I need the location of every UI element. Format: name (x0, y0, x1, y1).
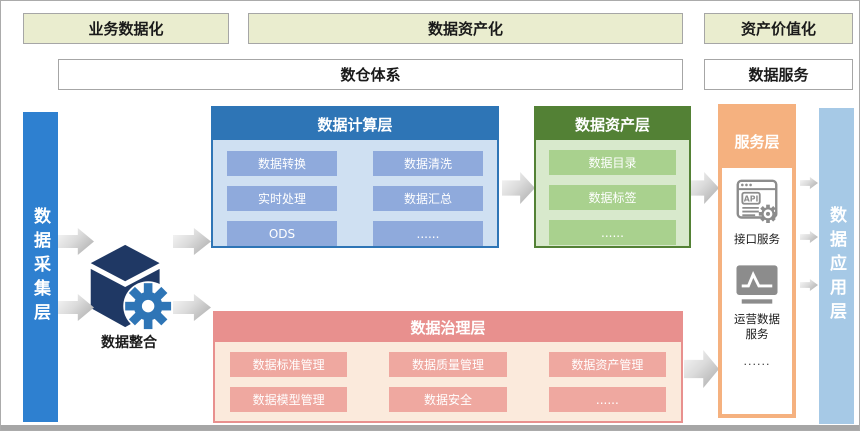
governance-item: 数据标准管理 (230, 352, 348, 377)
data-computing-layer-title: 数据计算层 (213, 108, 497, 140)
stage-business-datafication: 业务数据化 (23, 13, 229, 44)
ops-data-service-label: 运营数据服务 (734, 311, 780, 342)
asset-item: 数据标签 (549, 185, 676, 210)
asset-item: ...... (549, 220, 676, 245)
warehouse-system-box: 数仓体系 (58, 59, 683, 90)
stage-asset-valorization: 资产价值化 (704, 13, 853, 44)
data-computing-layer: 数据计算层 数据转换 数据清洗 实时处理 数据汇总 ODS ...... (211, 106, 499, 248)
cube-gear-icon (90, 244, 173, 331)
data-asset-layer: 数据资产层 数据目录 数据标签 ...... (534, 106, 691, 248)
asset-item: 数据目录 (549, 150, 676, 175)
flow-arrow (173, 228, 211, 255)
svg-text:API: API (744, 194, 759, 203)
governance-item: 数据模型管理 (230, 387, 348, 412)
flow-arrow (684, 350, 719, 388)
flow-arrow-small (800, 231, 818, 243)
governance-item: 数据资产管理 (548, 352, 666, 377)
calc-item: 数据汇总 (373, 186, 483, 211)
service-layer-panel: API (722, 168, 792, 414)
data-integration-label: 数据整合 (101, 335, 157, 351)
governance-item: 数据质量管理 (389, 352, 507, 377)
calc-item: 数据清洗 (373, 151, 483, 176)
flow-arrow-small (800, 279, 818, 291)
service-layer-title: 服务层 (734, 132, 780, 151)
api-browser-gear-icon: API (736, 179, 778, 223)
data-governance-layer-title: 数据治理层 (215, 313, 681, 342)
flow-arrow (502, 172, 535, 204)
calc-item: ...... (373, 221, 483, 246)
data-service-box: 数据服务 (704, 59, 853, 90)
data-collection-layer-bar: 数据采集层 (23, 112, 58, 422)
calc-item: ODS (227, 221, 337, 246)
flow-arrow-small (800, 177, 818, 189)
governance-item: ...... (548, 387, 666, 412)
monitor-chart-icon (736, 264, 778, 304)
calc-item: 实时处理 (227, 186, 337, 211)
flow-arrow (173, 294, 211, 321)
governance-item: 数据安全 (389, 387, 507, 412)
api-service-label: 接口服务 (734, 232, 780, 246)
calc-item: 数据转换 (227, 151, 337, 176)
stage-data-assetization: 数据资产化 (248, 13, 683, 44)
data-asset-layer-title: 数据资产层 (536, 108, 689, 140)
gear-icon (125, 283, 172, 330)
bottom-edge-divider (1, 425, 859, 430)
service-more-label: ...... (743, 354, 771, 368)
data-application-layer-bar: 数据应用层 (819, 108, 854, 424)
data-governance-layer: 数据治理层 数据标准管理 数据质量管理 数据资产管理 数据模型管理 数据安全 .… (213, 311, 683, 423)
service-layer: 服务层 API (718, 104, 796, 418)
